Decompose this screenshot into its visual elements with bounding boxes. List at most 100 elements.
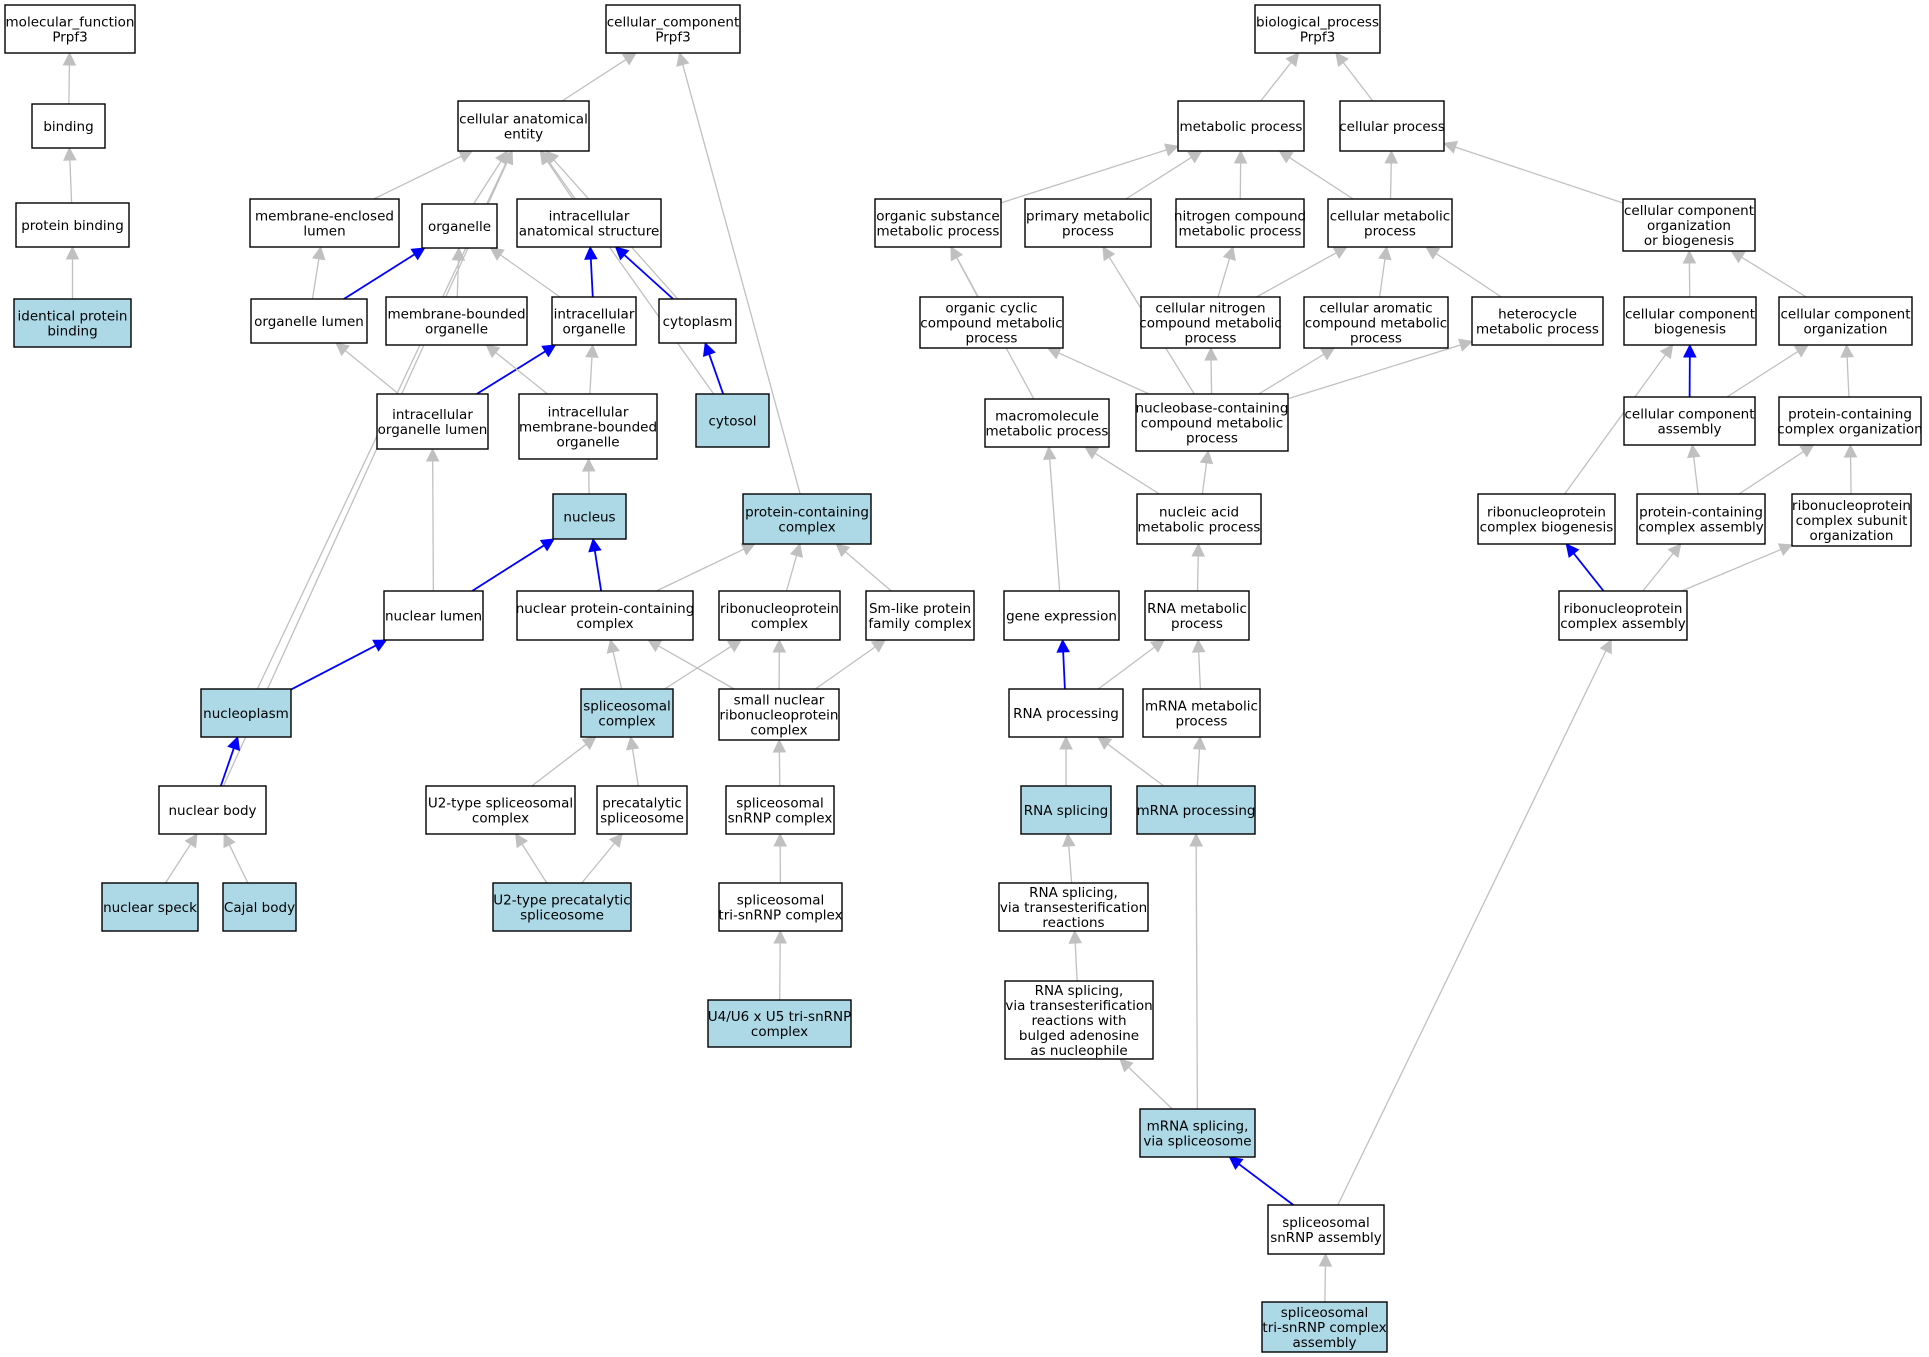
arrowhead-icon — [223, 832, 236, 849]
arrowhead-icon — [1777, 543, 1794, 556]
edge-rna_processing-to-rna_metabolic_process — [1097, 639, 1165, 690]
term-node-nucleoplasm[interactable]: nucleoplasm — [200, 688, 292, 738]
term-node-gene-expression[interactable]: gene expression — [1003, 590, 1120, 641]
term-node-mrna-splicing-via-spliceosome[interactable]: mRNA splicing,via spliceosome — [1139, 1108, 1256, 1158]
edge-line — [1287, 344, 1461, 400]
term-node-cellular-process[interactable]: cellular process — [1339, 100, 1445, 152]
term-node-rna-splicing[interactable]: RNA splicing — [1020, 785, 1112, 835]
edge-heterocycle_metabolic_process-to-cellular_metabolic_process — [1425, 246, 1502, 298]
term-box — [158, 785, 267, 835]
edge-cellular_aromatic_compound_metabolic_process-to-cellular_metabolic_process — [1378, 245, 1392, 298]
term-label: mRNA processing — [1137, 803, 1256, 819]
edge-protein_binding-to-binding — [63, 146, 77, 204]
term-box — [249, 198, 400, 248]
term-node-nucleus[interactable]: nucleus — [552, 493, 627, 540]
term-node-cajal-body[interactable]: Cajal body — [222, 882, 297, 932]
edge-line — [1435, 253, 1502, 298]
term-box — [1135, 393, 1289, 452]
edge-line — [1564, 354, 1667, 495]
edge-u4_u6_x_u5_tri_snrnp_complex-to-spliceosomal_tri_snrnp_complex — [773, 929, 787, 1001]
term-box — [718, 590, 841, 641]
edge-nucleobase_containing_compound_metabolic_process-to-cellular_aromatic_compound_metabolic_process — [1258, 347, 1336, 395]
arrowhead-icon — [1565, 543, 1580, 559]
arrowhead-icon — [773, 929, 787, 944]
arrowhead-icon — [515, 833, 529, 849]
edge-sm_like_protein_family_complex-to-protein_containing_complex — [835, 543, 892, 592]
term-node-rna-processing[interactable]: RNA processing — [1008, 688, 1124, 738]
term-node-protein-binding[interactable]: protein binding — [15, 202, 130, 248]
term-node-nuclear-lumen[interactable]: nuclear lumen — [383, 590, 484, 641]
edge-nucleoplasm-to-nuclear_lumen — [290, 639, 388, 691]
term-node-organelle[interactable]: organelle — [421, 203, 498, 249]
edge-line — [547, 160, 715, 395]
arrowhead-icon — [584, 245, 598, 260]
term-node-cytoplasm[interactable]: cytoplasm — [658, 298, 737, 344]
term-node-binding[interactable]: binding — [31, 103, 106, 149]
term-node-metabolic-process[interactable]: metabolic process — [1177, 100, 1305, 152]
term-node-nuclear-body[interactable]: nuclear body — [158, 785, 267, 835]
term-node-mrna-processing[interactable]: mRNA processing — [1136, 785, 1256, 835]
term-node-nuclear-speck[interactable]: nuclear speck — [101, 882, 199, 932]
term-box — [580, 688, 674, 738]
edge-line — [473, 160, 502, 205]
term-node-organelle-lumen[interactable]: organelle lumen — [250, 298, 368, 344]
edge-line — [1289, 157, 1354, 200]
edge-identical_protein_binding-to-protein_binding — [65, 245, 80, 299]
term-box — [383, 590, 484, 641]
term-node-cytosol[interactable]: cytosol — [695, 393, 770, 448]
edge-line — [1196, 748, 1201, 787]
